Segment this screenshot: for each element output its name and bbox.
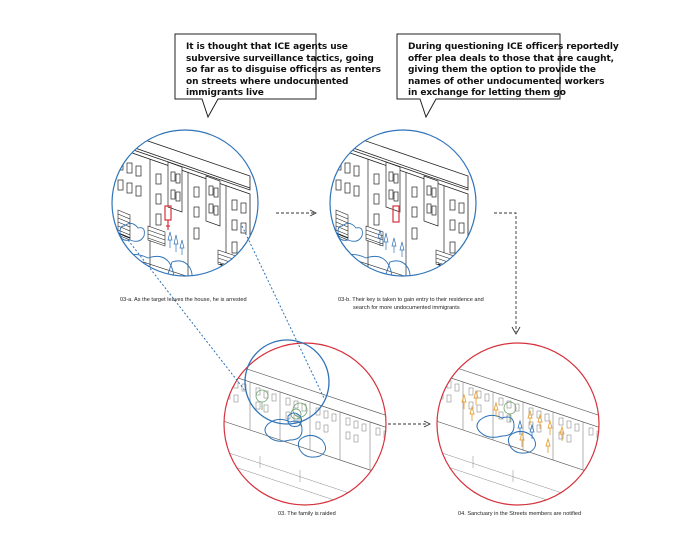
bubble-right-line: names of other undocumented workers xyxy=(408,76,605,87)
bubble-right-line: giving them the option to provide the xyxy=(408,65,596,75)
bubble-right-line: offer plea deals to those that are caugh… xyxy=(408,53,614,64)
bubble-left-line: immigrants live xyxy=(186,88,264,98)
scene-03-family-raided xyxy=(223,339,387,506)
caption-03b-line: search for more undocumented immigrants xyxy=(353,305,460,311)
bubble-left-line: subversive surveillance tactics, going xyxy=(186,53,374,64)
bubble-right-line: During questioning ICE officers reported… xyxy=(408,42,619,52)
speech-bubble-left xyxy=(174,33,317,119)
bubble-left-line: on streets where undocumented xyxy=(186,76,349,87)
caption-04: 04. Sanctuary in the Streets members are… xyxy=(458,511,582,517)
scene-03a-street-arrest xyxy=(111,129,259,277)
bubble-right-line: in exchange for letting them go xyxy=(408,88,566,98)
bubble-left-line: It is thought that ICE agents use xyxy=(186,42,348,52)
dotted-zoom-lines xyxy=(127,225,325,399)
caption-03b-line: 03-b. Their key is taken to gain entry t… xyxy=(338,297,484,303)
arrow-03a-to-03b xyxy=(276,209,318,217)
bubble-left-line: so far as to disguise officers as renter… xyxy=(186,65,381,75)
scene-04-sanctuary-notified xyxy=(436,342,600,506)
caption-03a: 03-a. As the target leaves the house, he… xyxy=(120,297,247,303)
arrow-03-to-04 xyxy=(388,420,432,428)
bubble-right-text: During questioning ICE officers reported… xyxy=(408,42,619,100)
scene-03b-key-taken xyxy=(329,129,477,277)
caption-03b: 03-b. Their key is taken to gain entry t… xyxy=(338,296,484,312)
arrow-03b-to-04 xyxy=(494,212,521,335)
speech-bubble-right xyxy=(396,33,561,119)
caption-03: 03. The family is raided xyxy=(278,511,336,517)
bubble-left-text: It is thought that ICE agents use subver… xyxy=(186,42,381,100)
